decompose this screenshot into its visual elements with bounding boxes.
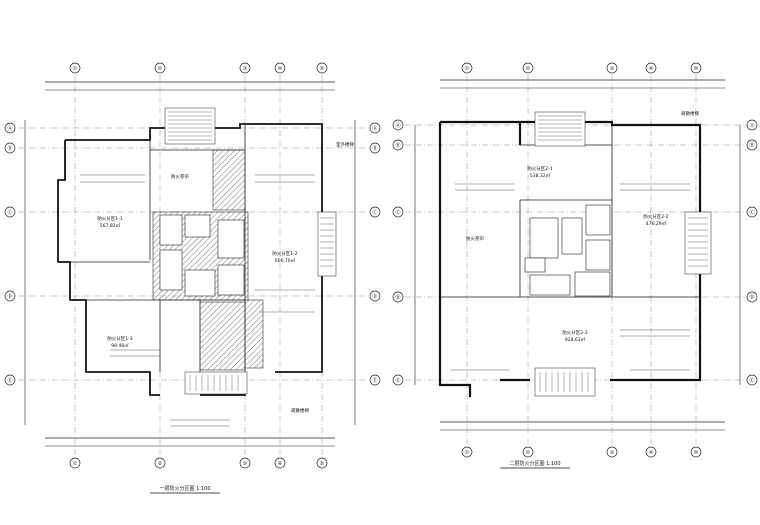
right-grid-bottom-1: ①	[465, 450, 470, 456]
right-zone-2-label: 防火分区2-2	[643, 213, 668, 220]
left-grid-top-4: ④	[278, 66, 283, 72]
left-grid-top-5: ⑤	[320, 66, 324, 72]
right-zone-1-area: 538.32㎡	[530, 172, 551, 179]
right-grid-bottom-4: ④	[649, 450, 654, 456]
left-zone-2-label: 防火分区1-2	[272, 250, 297, 257]
left-grid-left-a: Ⓐ	[7, 125, 12, 132]
right-grid-right-a: Ⓐ	[749, 122, 754, 129]
right-grid-bottom-5: ⑤	[694, 450, 698, 456]
right-grid-top-2: ②	[526, 66, 531, 72]
right-zone-3-area: 928.63㎡	[565, 336, 586, 343]
right-stair-right	[684, 211, 712, 275]
right-stair-top	[534, 111, 586, 147]
left-note-evac-stair: 疏散楼梯	[291, 407, 309, 414]
left-stair-right	[317, 211, 337, 277]
right-grid-right-d: Ⓓ	[749, 294, 754, 301]
left-note-shutter: 防火卷帘	[171, 173, 189, 180]
right-grid-right-e: Ⓔ	[749, 377, 754, 384]
left-grid-left-e: Ⓔ	[7, 377, 12, 384]
left-grid-bottom-5: ⑤	[320, 461, 324, 467]
right-grid-top-1: ①	[465, 66, 470, 72]
left-grid-left-b: Ⓑ	[7, 145, 12, 152]
right-note-shutter: 防火卷帘	[466, 235, 484, 242]
right-grid-top-3: ③	[610, 66, 614, 72]
right-grid-left-d: Ⓓ	[395, 294, 400, 301]
left-zone-2-area: 600.70㎡	[275, 257, 296, 264]
right-grid-left-e: Ⓔ	[395, 377, 400, 384]
left-grid-right-e: Ⓔ	[372, 377, 377, 384]
left-zone-1-label: 防火分区1-1	[97, 215, 122, 222]
left-grid-bottom-1: ①	[73, 461, 78, 467]
right-grid-left-a: Ⓐ	[395, 122, 400, 129]
right-grid-bottom-2: ②	[526, 450, 531, 456]
left-grid-left-d: Ⓓ	[7, 293, 12, 300]
right-zone-3-label: 防火分区2-3	[562, 329, 587, 336]
left-grid-right-c: Ⓒ	[372, 209, 377, 216]
left-grid-top-2: ②	[158, 66, 163, 72]
left-grid-right-d: Ⓓ	[372, 293, 377, 300]
right-stair-bottom	[534, 367, 596, 397]
left-grid-left-c: Ⓒ	[7, 209, 12, 216]
left-zone-1-area: 567.82㎡	[100, 222, 121, 229]
right-grid-top-5: ⑤	[694, 66, 698, 72]
right-plan-title: 二层防火分区图 1:100	[510, 460, 561, 467]
right-grid-left-c: Ⓒ	[395, 209, 400, 216]
right-grid-top-4: ④	[649, 66, 654, 72]
right-zone-1-label: 防火分区2-1	[527, 165, 552, 172]
left-grid-bottom-3: ③	[243, 461, 247, 467]
left-stair-bottom	[184, 371, 248, 395]
left-grid-right-b: Ⓑ	[372, 145, 377, 152]
right-grid-right-b: Ⓑ	[749, 142, 754, 149]
left-stair-top	[164, 107, 216, 145]
right-floor-plan: ① ② ③ ④ ⑤ ① ② ③ ④ ⑤ Ⓐ Ⓑ Ⓒ Ⓓ Ⓔ Ⓐ Ⓑ Ⓒ Ⓓ Ⓔ	[392, 62, 758, 469]
left-grid-bottom-2: ②	[158, 461, 163, 467]
left-floor-plan: ① ② ③ ④ ⑤ ① ② ③ ④ ⑤ Ⓐ Ⓑ Ⓒ Ⓓ Ⓔ Ⓐ Ⓑ Ⓒ Ⓓ Ⓔ	[4, 62, 381, 494]
left-zone-3-label: 防火分区1-3	[107, 335, 132, 342]
left-note-outdoor-stair: 室外楼梯	[336, 141, 354, 148]
left-zone-3-area: 98.46㎡	[111, 342, 129, 349]
right-grid-right-c: Ⓒ	[749, 209, 754, 216]
left-grid-top-3: ③	[243, 66, 247, 72]
left-grid-top-1: ①	[73, 66, 78, 72]
right-grid-bottom-3: ③	[610, 450, 614, 456]
left-plan-title: 一层防火分区图 1:100	[160, 485, 211, 492]
right-note-evac-stair: 疏散楼梯	[681, 110, 699, 117]
left-grid-bottom-4: ④	[278, 461, 283, 467]
right-grid-left-b: Ⓑ	[395, 142, 400, 149]
right-zone-2-area: 476.29㎡	[646, 220, 667, 227]
left-grid-right-a: Ⓐ	[372, 125, 377, 132]
